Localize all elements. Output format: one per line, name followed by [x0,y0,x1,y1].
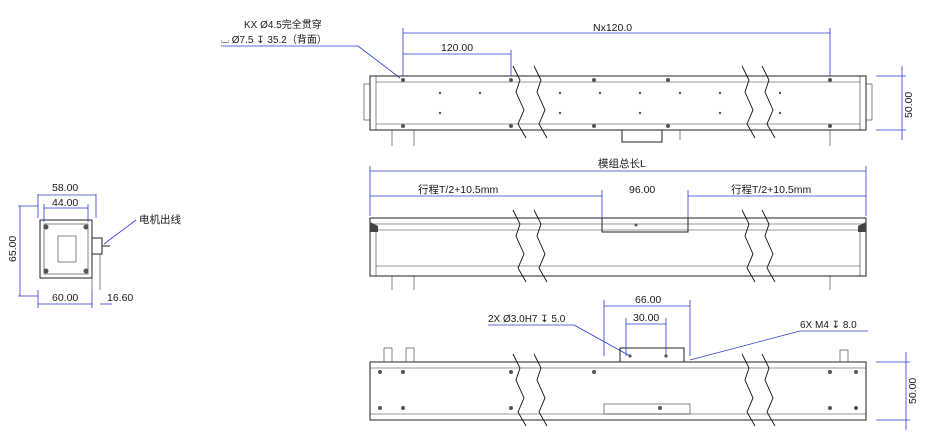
note-threads: 6X M4 ↧ 8.0 [800,320,857,331]
dim-inner: 30.00 [633,312,659,324]
side-dim-width: 58.00 [52,182,78,194]
bottom-body [369,361,867,421]
bottom-holes [378,354,858,410]
note-through-holes: KX Ø4.5完全贯穿 [244,18,322,31]
dim-carriage: 96.00 [629,184,655,196]
side-dim-height: 65.00 [7,236,19,262]
side-motor-plug [91,237,103,255]
dim-outer: 66.00 [635,294,661,306]
note-counterbore: ⌴ Ø7.5 ↧ 35.2（背面） [221,33,327,46]
top-carriage-tab [621,129,663,143]
top-dim-height: 50.00 [903,92,915,118]
side-view: 58.00 44.00 65.00 60.00 16.60 电机出线 [7,182,181,308]
front-break-lines [512,209,776,283]
dim-stroke-left: 行程T/2+10.5mm [418,183,498,196]
top-view: KX Ø4.5完全贯穿 ⌴ Ø7.5 ↧ 35.2（背面） Nx120.0 12… [221,18,915,146]
side-dim-bottom-right: 16.60 [107,292,133,304]
dim-pitch: 120.00 [441,42,473,54]
front-view: 模组总长L 行程T/2+10.5mm 96.00 行程T/2+10.5mm [369,157,867,290]
bottom-break-lines [512,353,776,427]
bottom-carriage [619,347,685,363]
front-body [369,217,867,277]
top-body [369,75,867,131]
bottom-dim-height: 50.00 [907,378,919,404]
motor-cable-label: 电机出线 [139,213,181,226]
top-break-lines [512,65,776,139]
dim-total-length: 模组总长L [598,157,646,170]
note-pin-holes: 2X Ø3.0H7 ↧ 5.0 [488,314,566,325]
side-dim-inner: 44.00 [52,197,78,209]
dim-pitch-total: Nx120.0 [593,22,632,34]
side-dim-bottom-left: 60.00 [52,292,78,304]
bottom-view: 2X Ø3.0H7 ↧ 5.0 66.00 30.00 6X M4 ↧ 8.0 [369,294,919,430]
front-carriage [601,217,689,233]
top-holes [401,78,832,128]
side-inner [43,223,89,275]
dim-stroke-right: 行程T/2+10.5mm [731,183,811,196]
